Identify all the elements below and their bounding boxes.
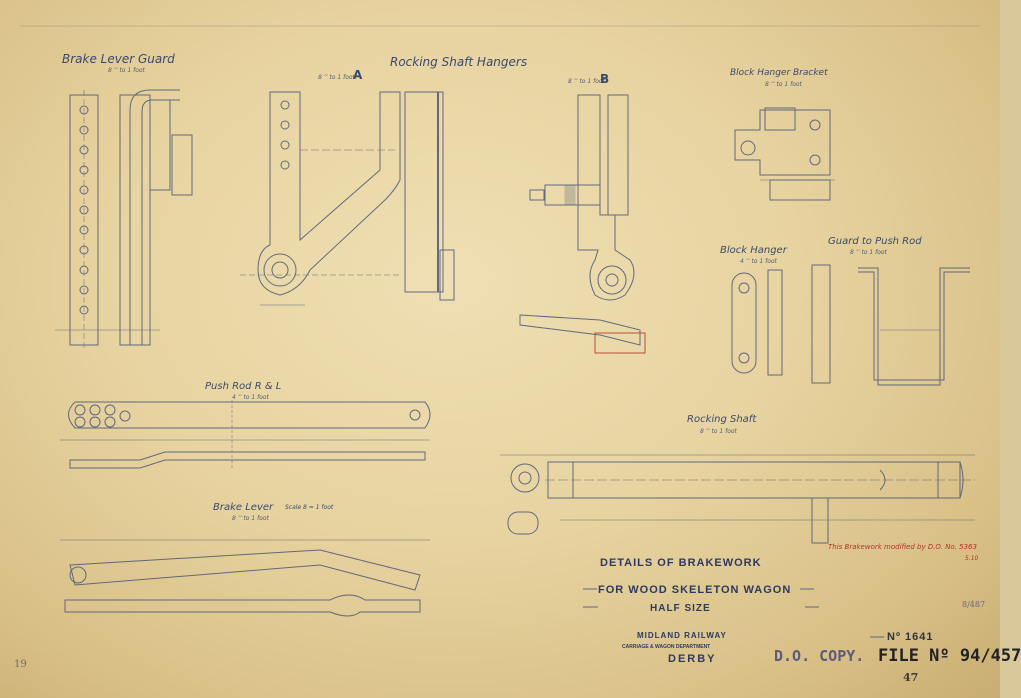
- modification-note: This Brakework modified by D.O. No. 5363: [828, 543, 977, 551]
- block-hanger-title: Block Hanger: [720, 245, 787, 256]
- block-hanger-bracket-drawing: [734, 107, 835, 201]
- title-line-1: DETAILS OF BRAKEWORK: [600, 557, 762, 569]
- brake-lever-guard-title: Brake Lever Guard: [62, 52, 175, 66]
- title-line-2: FOR WOOD SKELETON WAGON: [598, 584, 792, 596]
- margin-mark-right: 8/487: [962, 600, 986, 609]
- block-hanger-scale: 4 ‘’ to 1 foot: [740, 258, 777, 265]
- brake-lever-scale-note: Scale 8 = 1 foot: [285, 504, 334, 511]
- block-hanger-bracket-scale: 8 ‘’ to 1 foot: [765, 81, 802, 88]
- hanger-b-label: B: [600, 72, 610, 86]
- title-block-rules: [583, 588, 884, 638]
- file-number-stamp: FILE Nº 94/457: [878, 646, 1021, 666]
- push-rod-title: Push Rod R & L: [205, 381, 282, 392]
- block-hanger-drawing: [731, 269, 783, 376]
- rocking-shaft-title: Rocking Shaft: [687, 414, 757, 425]
- department-name: CARRIAGE & WAGON DEPARTMENT: [622, 644, 711, 650]
- push-rod-scale: 4 ‘’ to 1 foot: [232, 394, 269, 401]
- push-rod-drawing: [60, 400, 431, 470]
- technical-drawing-linework: [20, 25, 980, 638]
- railway-name: MIDLAND RAILWAY: [637, 631, 727, 640]
- hanger-a-label: A: [353, 68, 363, 82]
- hanger-a-scale: 8 ‘’ to 1 foot: [318, 74, 355, 81]
- guard-to-push-rod-scale: 8 ‘’ to 1 foot: [850, 249, 887, 256]
- hanger-b-scale: 8 ‘’ to 1 foot: [568, 78, 605, 85]
- drawing-number: Nº 1641: [887, 631, 934, 643]
- brake-lever-drawing: [60, 539, 430, 617]
- brake-lever-guard-drawing: [55, 89, 193, 350]
- guard-to-push-rod-drawing: [811, 264, 970, 386]
- rocking-shaft-drawing: [500, 454, 975, 544]
- city-name: DERBY: [668, 653, 717, 665]
- rocking-shaft-hanger-a-drawing: [240, 91, 455, 306]
- brake-lever-scale: 8 ‘’ to 1 foot: [232, 515, 269, 522]
- block-hanger-bracket-title: Block Hanger Bracket: [730, 68, 828, 78]
- do-copy-stamp: D.O. COPY.: [774, 647, 865, 665]
- brake-lever-guard-scale: 8 ‘’ to 1 foot: [108, 67, 145, 74]
- sheet-number: 47: [903, 671, 919, 684]
- guard-to-push-rod-title: Guard to Push Rod: [828, 236, 922, 247]
- margin-mark-left: 19: [14, 659, 27, 670]
- rocking-shaft-hanger-b-drawing: [519, 94, 646, 354]
- rocking-shaft-hangers-title: Rocking Shaft Hangers: [390, 55, 528, 69]
- modification-note-date: 5.10: [965, 555, 979, 562]
- brake-lever-title: Brake Lever: [213, 502, 274, 513]
- title-line-3: HALF SIZE: [650, 603, 711, 614]
- rocking-shaft-scale: 8 ‘’ to 1 foot: [700, 428, 737, 435]
